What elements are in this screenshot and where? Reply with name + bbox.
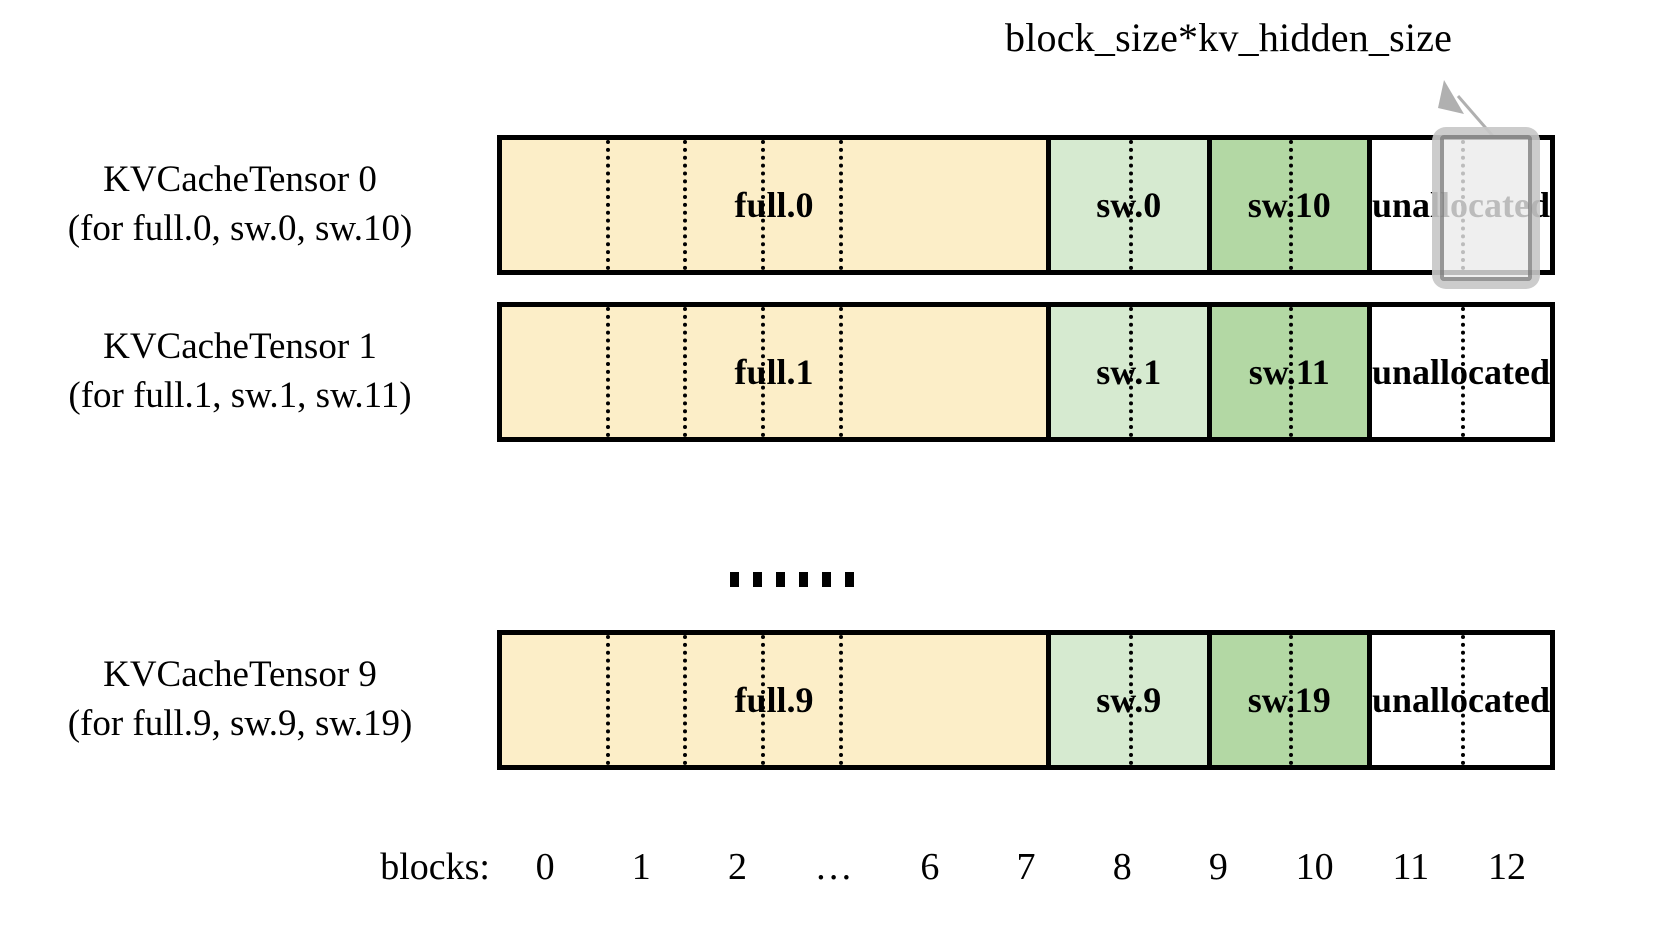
tensor-row-label: KVCacheTensor 9 (for full.9, sw.9, sw.19…: [0, 630, 480, 770]
axis-tick: 2: [727, 846, 747, 888]
block-highlight-box[interactable]: [1432, 127, 1540, 289]
blocks-axis: blocks: 0 1 2 … 6 7 8 9 10 11 12: [0, 845, 1676, 915]
segment-full[interactable]: full.9: [502, 635, 1052, 765]
segment-sw-low[interactable]: sw.9: [1051, 635, 1212, 765]
tensor-row-label-line1: KVCacheTensor 0: [103, 159, 377, 201]
tensor-row: KVCacheTensor 1 (for full.1, sw.1, sw.11…: [0, 302, 1676, 442]
segment-label: sw.9: [1096, 680, 1162, 720]
segment-label: sw.0: [1096, 185, 1162, 225]
tensor-row-label-line1: KVCacheTensor 1: [103, 326, 377, 368]
tensor-row: KVCacheTensor 9 (for full.9, sw.9, sw.19…: [0, 630, 1676, 770]
tensor-row-label-line1: KVCacheTensor 9: [103, 654, 377, 696]
axis-tick: …: [814, 846, 853, 888]
axis-tick: 7: [1016, 846, 1036, 888]
vertical-ellipsis: [730, 572, 854, 587]
axis-tick: 8: [1112, 846, 1132, 888]
segment-label: sw.11: [1248, 352, 1330, 392]
segment-sw-low[interactable]: sw.1: [1051, 307, 1212, 437]
segment-label: full.0: [734, 185, 814, 225]
segment-label: unallocated: [1371, 679, 1550, 720]
axis-tick: 1: [631, 846, 651, 888]
segment-label: sw.19: [1247, 680, 1331, 720]
tensor-bar: full.9 sw.9 sw.19 unallocated: [497, 630, 1555, 770]
segment-label: sw.1: [1096, 352, 1162, 392]
segment-sw-high[interactable]: sw.11: [1211, 307, 1372, 437]
segment-label: full.1: [734, 352, 814, 392]
callout-label: block_size*kv_hidden_size: [1005, 15, 1453, 60]
tensor-row-label-line2: (for full.9, sw.9, sw.19): [67, 703, 413, 744]
block-highlight-inner: [1440, 135, 1532, 281]
tensor-row-label: KVCacheTensor 0 (for full.0, sw.0, sw.10…: [0, 135, 480, 275]
segment-unallocated[interactable]: unallocated: [1371, 635, 1550, 765]
tensor-bar: full.0 sw.0 sw.10 unallocated: [497, 135, 1555, 275]
tensor-row-label: KVCacheTensor 1 (for full.1, sw.1, sw.11…: [0, 302, 480, 442]
segment-unallocated[interactable]: unallocated: [1371, 307, 1550, 437]
axis-tick: 10: [1295, 846, 1334, 888]
tensor-row-label-line2: (for full.0, sw.0, sw.10): [67, 208, 413, 249]
axis-tick: 12: [1487, 846, 1526, 888]
segment-sw-high[interactable]: sw.19: [1211, 635, 1372, 765]
blocks-axis-ticks: 0 1 2 … 6 7 8 9 10 11 12: [497, 845, 1555, 905]
axis-tick: 0: [535, 846, 555, 888]
blocks-axis-title: blocks:: [380, 846, 490, 888]
segment-sw-low[interactable]: sw.0: [1051, 140, 1212, 270]
segment-label: sw.10: [1247, 185, 1331, 225]
segment-full[interactable]: full.0: [502, 140, 1052, 270]
segment-full[interactable]: full.1: [502, 307, 1052, 437]
axis-tick: 6: [920, 846, 940, 888]
segment-label: unallocated: [1371, 351, 1550, 392]
axis-tick: 9: [1208, 846, 1228, 888]
tensor-bar: full.1 sw.1 sw.11 unallocated: [497, 302, 1555, 442]
tensor-row: KVCacheTensor 0 (for full.0, sw.0, sw.10…: [0, 135, 1676, 275]
tensor-row-label-line2: (for full.1, sw.1, sw.11): [68, 375, 412, 416]
segment-label: full.9: [734, 680, 814, 720]
segment-sw-high[interactable]: sw.10: [1211, 140, 1372, 270]
axis-tick: 11: [1392, 846, 1430, 888]
